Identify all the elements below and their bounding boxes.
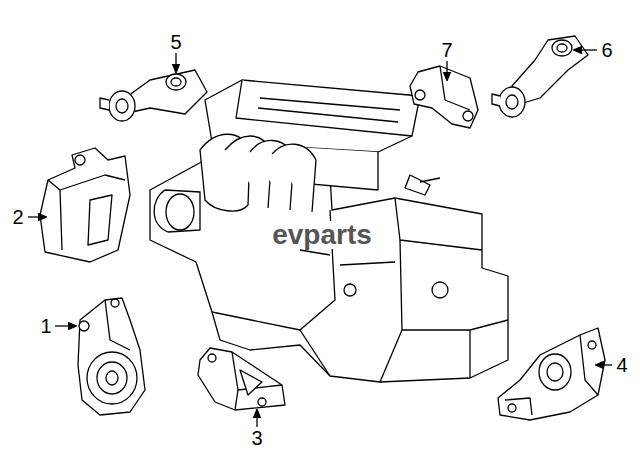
side-bracket <box>40 148 130 262</box>
transmission-mount <box>498 328 605 420</box>
leader-arrows <box>28 50 612 427</box>
engine-mount <box>78 298 145 415</box>
upper-bracket-shape <box>440 66 470 110</box>
callout-number: 6 <box>601 40 612 60</box>
lower-bracket <box>198 348 285 410</box>
engine-assembly-shape <box>432 282 448 298</box>
watermark: evparts <box>269 221 375 249</box>
transmission-mount-shape <box>547 363 563 381</box>
engine-assembly-shape <box>166 194 194 230</box>
engine-mount-shape <box>79 321 89 331</box>
torque-rod-mount <box>100 70 207 121</box>
transmission-mount-shape <box>580 335 598 395</box>
torque-rod-mount-shape <box>499 87 525 117</box>
lower-bracket-shape <box>208 354 216 362</box>
torque-rod-mount-shape <box>109 91 135 121</box>
leader-arrows-shape <box>28 216 46 217</box>
leader-arrows-shape <box>55 325 76 326</box>
engine-assembly-shape <box>405 175 430 195</box>
callout-number: 5 <box>170 32 181 52</box>
engine-assembly-shape <box>154 190 200 232</box>
engine-assembly-shape <box>272 144 316 212</box>
lower-bracket-shape <box>235 390 238 410</box>
engine-mount-shape <box>106 371 118 385</box>
engine-assembly-shape <box>380 240 402 382</box>
torque-rod-mount-shape <box>166 74 186 90</box>
torque-rod-mount <box>492 36 588 117</box>
lower-bracket-shape <box>258 398 266 406</box>
lower-bracket-shape <box>240 370 262 395</box>
torque-rod-mount-shape <box>171 78 181 86</box>
engine-assembly <box>150 80 508 382</box>
leader-arrows-shape <box>574 49 597 50</box>
transmission-mount-shape <box>498 328 605 420</box>
torque-rod-mount-shape <box>116 99 128 113</box>
engine-assembly-shape <box>300 250 395 265</box>
callout-number: 1 <box>40 316 51 336</box>
transmission-mount-shape <box>508 404 516 412</box>
engine-assembly-shape <box>402 320 508 330</box>
torque-rod-mount-shape <box>492 94 500 106</box>
callout-number: 3 <box>251 428 262 448</box>
transmission-mount-shape <box>539 354 571 390</box>
transmission-mount-shape <box>505 398 532 415</box>
engine-mount-shape <box>97 362 127 394</box>
engine-assembly-shape <box>420 178 440 182</box>
transmission-mount-shape <box>588 341 596 349</box>
engine-assembly-shape <box>395 198 482 250</box>
upper-bracket <box>410 66 478 128</box>
upper-bracket-shape <box>415 90 425 100</box>
engine-mount-shape <box>111 299 119 307</box>
side-bracket-shape <box>75 155 85 165</box>
engine-assembly-shape <box>236 80 412 136</box>
side-bracket-shape <box>40 148 130 262</box>
torque-rod-mount-shape <box>506 95 518 109</box>
leader-arrows-shape <box>596 364 612 365</box>
callout-number: 7 <box>441 40 452 60</box>
leader-arrows-shape <box>175 53 176 72</box>
side-bracket-shape <box>88 195 112 245</box>
torque-rod-mount-shape <box>100 98 109 110</box>
engine-mount-shape <box>87 352 137 404</box>
torque-rod-mount-shape <box>552 40 572 56</box>
side-bracket-shape <box>60 175 125 190</box>
leader-arrows-shape <box>256 410 257 427</box>
upper-bracket-shape <box>410 66 478 128</box>
upper-bracket-shape <box>463 111 473 121</box>
engine-mount-shape <box>105 300 130 350</box>
torque-rod-mount-shape <box>557 44 567 52</box>
engine-assembly-shape <box>344 284 356 296</box>
engine-assembly-shape <box>258 98 400 122</box>
lower-bracket-shape <box>198 348 285 410</box>
engine-mount-shape <box>78 298 145 415</box>
leader-arrows-shape <box>446 61 447 80</box>
callout-number: 4 <box>616 355 627 375</box>
engine-assembly-shape <box>469 330 470 378</box>
torque-rod-mount-shape <box>128 70 207 114</box>
callout-number: 2 <box>12 207 23 227</box>
side-bracket-shape <box>48 180 62 250</box>
